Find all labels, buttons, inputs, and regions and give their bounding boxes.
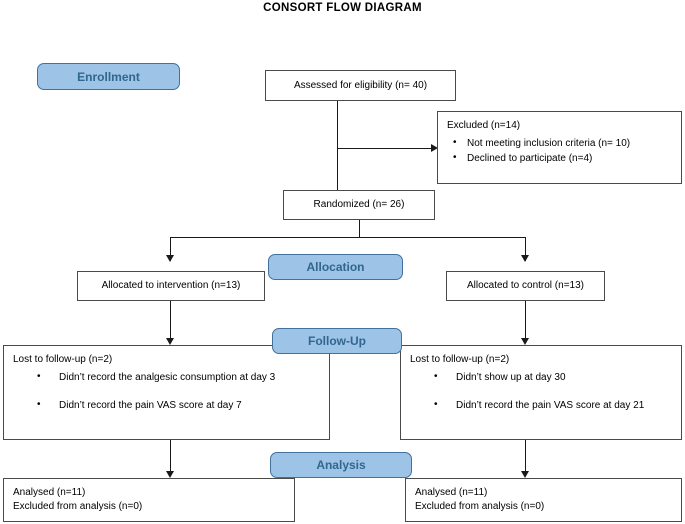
lost-left-header: Lost to follow-up (n=2): [13, 354, 113, 365]
connector-control-to-followup: [525, 301, 526, 338]
lost-right-list-item: Didn’t record the pain VAS score at day …: [410, 398, 673, 413]
connector-randomized-down: [359, 220, 360, 237]
arrowhead-to-excluded: [431, 144, 438, 152]
lost-left-list-item: Didn’t record the pain VAS score at day …: [13, 398, 321, 413]
excluded-header: Excluded (n=14): [447, 120, 521, 131]
box-lost-to-followup-control: Lost to follow-up (n=2) Didn’t show up a…: [400, 345, 682, 440]
box-allocated-to-intervention: Allocated to intervention (n=13): [77, 271, 265, 301]
arrowhead-allocation-left: [166, 255, 174, 262]
excluded-list-item: Not meeting inclusion criteria (n= 10): [447, 136, 673, 151]
allocated-control-text: Allocated to control (n=13): [466, 280, 584, 292]
stage-label-followup: Follow-Up: [308, 334, 366, 348]
connector-followup-to-analysis-right: [525, 440, 526, 471]
box-analysed-intervention: Analysed (n=11) Excluded from analysis (…: [3, 478, 295, 522]
box-assessed-for-eligibility: Assessed for eligibility (n= 40): [265, 70, 456, 101]
lost-left-list: Didn’t record the analgesic consumption …: [13, 370, 321, 413]
lost-right-header: Lost to follow-up (n=2): [410, 354, 510, 365]
page-title: CONSORT FLOW DIAGRAM: [263, 2, 422, 14]
box-randomized: Randomized (n= 26): [283, 190, 435, 220]
box-analysed-control: Analysed (n=11) Excluded from analysis (…: [405, 478, 682, 522]
connector-followup-to-analysis-left: [170, 440, 171, 471]
randomized-text: Randomized (n= 26): [313, 199, 405, 211]
analysed-right-line2: Excluded from analysis (n=0): [415, 500, 545, 512]
lost-right-list: Didn’t show up at day 30 Didn’t record t…: [410, 370, 673, 413]
stage-badge-followup: Follow-Up: [272, 328, 402, 354]
connector-intervention-to-followup: [170, 301, 171, 338]
box-excluded: Excluded (n=14) Not meeting inclusion cr…: [437, 111, 682, 184]
stage-label-analysis: Analysis: [316, 458, 366, 472]
analysed-left-line2: Excluded from analysis (n=0): [13, 500, 143, 512]
arrowhead-analysis-right: [521, 471, 529, 478]
arrowhead-followup-left: [166, 338, 174, 345]
connector-allocation-split: [170, 237, 525, 238]
lost-left-list-item: Didn’t record the analgesic consumption …: [13, 370, 321, 385]
stage-badge-enrollment: Enrollment: [37, 63, 180, 90]
lost-right-list-item: Didn’t show up at day 30: [410, 370, 673, 385]
assessed-for-eligibility-text: Assessed for eligibility (n= 40): [293, 79, 428, 91]
box-lost-to-followup-intervention: Lost to follow-up (n=2) Didn’t record th…: [3, 345, 330, 440]
arrowhead-allocation-right: [521, 255, 529, 262]
connector-allocation-left-down: [170, 237, 171, 261]
analysed-right-line1: Analysed (n=11): [415, 487, 488, 498]
stage-badge-analysis: Analysis: [270, 452, 412, 478]
stage-label-allocation: Allocation: [306, 260, 365, 274]
arrowhead-analysis-left: [166, 471, 174, 478]
excluded-list-item: Declined to participate (n=4): [447, 151, 673, 166]
connector-to-excluded: [337, 148, 433, 149]
analysed-left-line1: Analysed (n=11): [13, 487, 86, 498]
box-allocated-to-control: Allocated to control (n=13): [446, 271, 605, 301]
excluded-list: Not meeting inclusion criteria (n= 10) D…: [447, 136, 673, 166]
allocated-intervention-text: Allocated to intervention (n=13): [101, 280, 241, 292]
arrowhead-followup-right: [521, 338, 529, 345]
stage-label-enrollment: Enrollment: [77, 69, 140, 84]
stage-badge-allocation: Allocation: [268, 254, 403, 280]
connector-eligibility-to-randomized: [337, 100, 338, 204]
connector-allocation-right-down: [525, 237, 526, 261]
